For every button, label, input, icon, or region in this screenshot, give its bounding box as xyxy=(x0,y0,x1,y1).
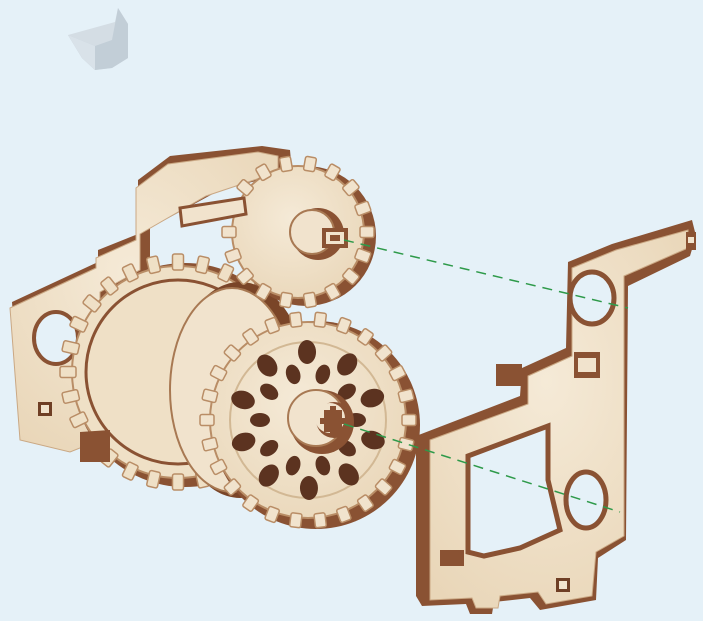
gear-tooth xyxy=(279,292,292,308)
side-plate-lower-hole xyxy=(566,472,606,528)
gear-tooth xyxy=(314,312,327,327)
gear-tooth xyxy=(202,437,218,451)
gear-tooth xyxy=(303,292,316,308)
gear-tooth xyxy=(202,389,218,403)
gear-tooth xyxy=(279,156,292,172)
side-plate-tab xyxy=(440,550,464,566)
gear-tooth xyxy=(222,227,236,238)
gear-tooth xyxy=(314,513,327,528)
assembled-gear-block xyxy=(10,146,420,529)
folded-corner-icon xyxy=(68,8,128,70)
gear-tooth xyxy=(398,437,414,451)
gear-tooth xyxy=(173,254,184,270)
gear-spoke-hole xyxy=(250,413,270,427)
side-plate-upper-hole xyxy=(570,272,614,324)
base-tab xyxy=(80,430,110,462)
side-plate-slot xyxy=(496,364,522,386)
gear-tooth xyxy=(360,227,374,238)
gear-tooth xyxy=(290,513,303,528)
gear-tooth xyxy=(60,367,76,378)
gear-tooth xyxy=(200,415,214,426)
gear-tooth xyxy=(398,389,414,403)
gear-tooth xyxy=(290,312,303,327)
gear-tooth xyxy=(173,474,184,490)
gear-tooth xyxy=(303,156,316,172)
gear-tooth xyxy=(402,415,416,426)
side-plate-panel xyxy=(416,220,696,614)
